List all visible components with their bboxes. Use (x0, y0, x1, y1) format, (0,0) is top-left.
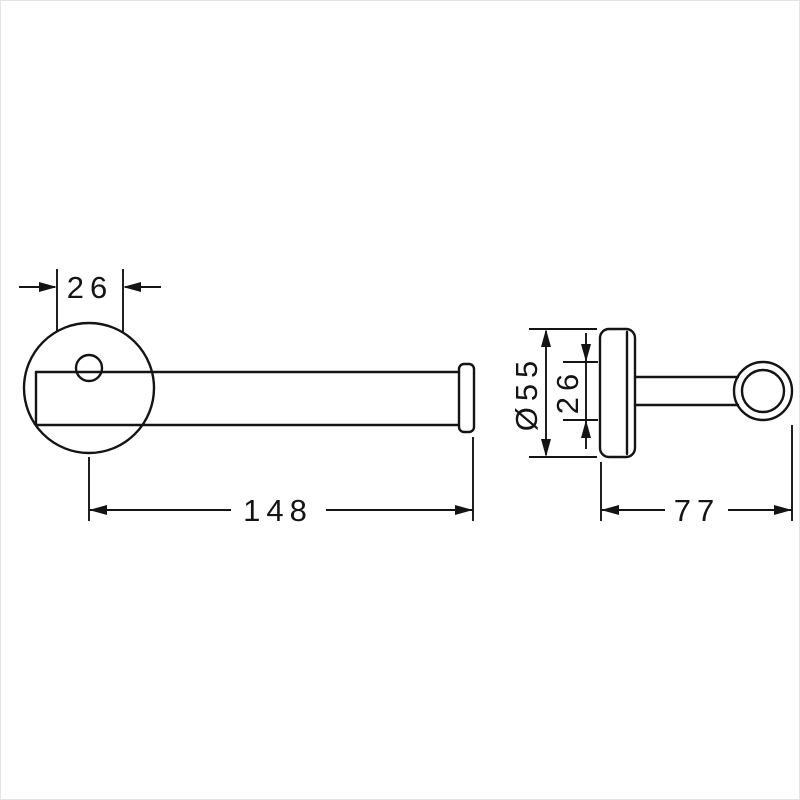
dim-mount-width: 26 (19, 269, 161, 332)
arrow-right-icon (455, 505, 473, 515)
dim-rosette-diameter: Ø55 (509, 328, 597, 458)
screw-hole-circle (74, 353, 104, 383)
rose-profile (598, 327, 637, 459)
holder-arm (633, 375, 740, 407)
roll-bar (34, 362, 476, 434)
arrow-up-icon (581, 420, 591, 438)
dim-projection-length: 148 (88, 437, 474, 528)
front-view: 26 148 (19, 269, 476, 528)
arrow-right-icon (39, 282, 57, 292)
arrow-left-icon (601, 505, 619, 515)
arrow-left-icon (89, 505, 107, 515)
arrow-up-icon (541, 329, 551, 347)
arrow-down-icon (581, 344, 591, 362)
dim-label-rosette-diameter: Ø55 (509, 355, 544, 432)
arrow-left-icon (123, 282, 141, 292)
dim-depth: 77 (600, 425, 793, 528)
side-view: Ø55 26 77 (509, 327, 794, 528)
dim-label-mount-width: 26 (67, 270, 113, 305)
wall-rose-outline (22, 321, 156, 455)
arrow-down-icon (541, 439, 551, 457)
dim-bar-diameter: 26 (550, 333, 598, 449)
dim-label-depth: 77 (674, 493, 720, 528)
bar-end-inner-circle (740, 368, 786, 414)
arrow-right-icon (774, 505, 792, 515)
dim-label-projection-length: 148 (243, 493, 313, 528)
dim-label-bar-diameter: 26 (550, 368, 585, 414)
bar-end-cap (457, 362, 476, 434)
bar-end-outer-circle (732, 360, 794, 422)
